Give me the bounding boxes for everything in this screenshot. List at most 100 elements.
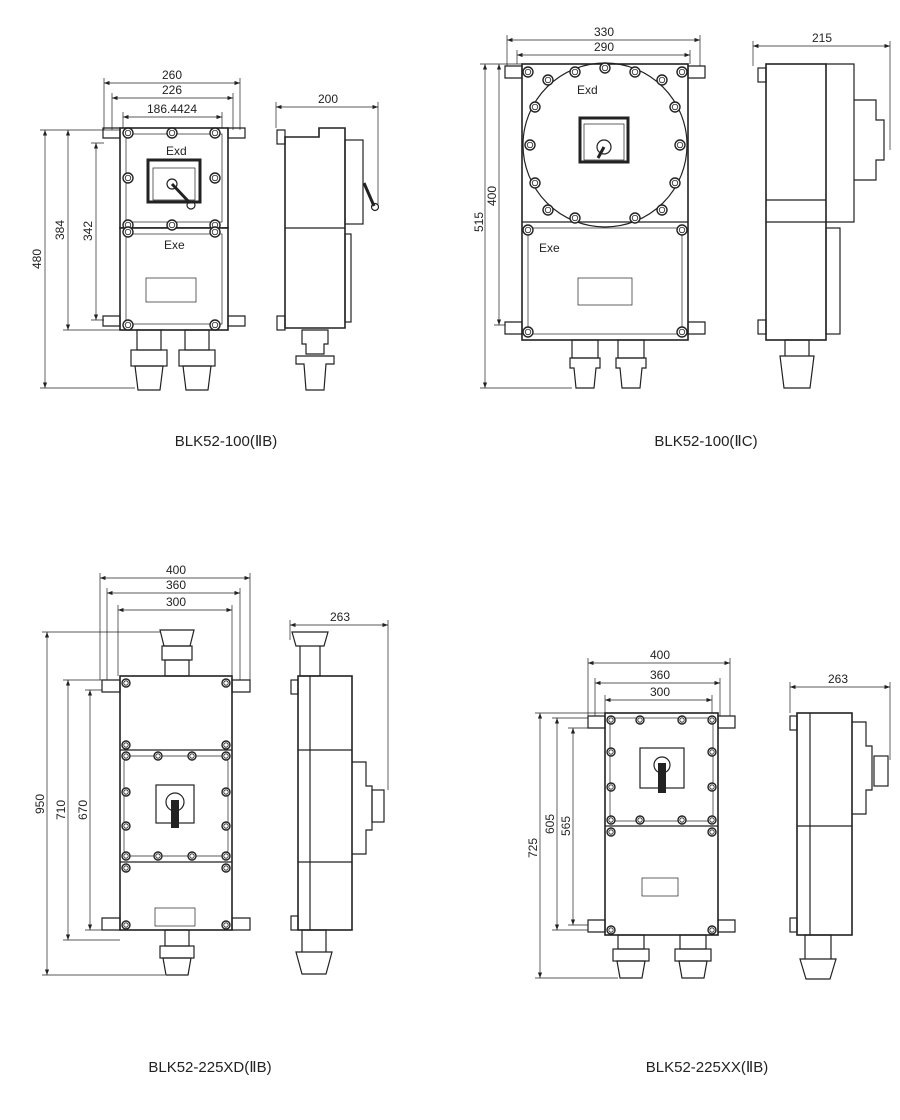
cable-gland-left xyxy=(130,329,168,391)
cable-gland-right xyxy=(674,934,712,979)
dim-height-overall: 950 xyxy=(33,794,47,814)
bolt-icon xyxy=(671,179,679,187)
rotary-switch xyxy=(155,784,195,828)
bolt-icon xyxy=(709,749,715,755)
bolt-icon xyxy=(601,64,609,72)
bolt-icon xyxy=(637,717,643,723)
bolt-icon xyxy=(571,214,579,222)
dim-height-body: 710 xyxy=(54,800,68,820)
bolts xyxy=(121,678,231,930)
bolt-icon xyxy=(124,129,132,137)
dim-depth: 263 xyxy=(828,672,848,686)
drawing-blk52-225xx-iib: 400 360 300 725 605 565 263 BLK52-225XX(… xyxy=(526,648,891,1076)
bolt-icon xyxy=(189,853,195,859)
dim-height-mounting: 342 xyxy=(81,221,95,241)
height-dimensions: 515 400 xyxy=(472,63,572,389)
bolt-icon xyxy=(155,753,161,759)
bolt-icon xyxy=(678,68,686,76)
dim-width-inner: 186.4424 xyxy=(147,102,197,116)
caption-blk52-100-iib: BLK52-100(ⅡB) xyxy=(175,433,277,450)
bolt-icon xyxy=(608,717,614,723)
dim-width-overall: 400 xyxy=(650,648,670,662)
dim-depth: 215 xyxy=(812,31,832,45)
height-dimensions: 480 384 342 xyxy=(30,129,135,389)
bolt-icon xyxy=(211,228,219,236)
bolt-icon xyxy=(211,174,219,182)
dim-height-body: 605 xyxy=(543,814,557,834)
dim-width-inner: 300 xyxy=(650,685,670,699)
front-view: Exd Exe xyxy=(102,127,246,391)
bolt-icon xyxy=(524,328,532,336)
bolt-icon xyxy=(524,68,532,76)
side-view: 200 xyxy=(275,92,380,391)
side-view: 215 xyxy=(752,31,891,389)
bolt-icon xyxy=(223,680,229,686)
bolt-icon xyxy=(211,321,219,329)
bolt-icon xyxy=(123,865,129,871)
exe-label: Exe xyxy=(164,238,185,252)
bolt-icon xyxy=(123,853,129,859)
dim-width-inner: 300 xyxy=(166,595,186,609)
dim-depth: 200 xyxy=(318,92,338,106)
bolt-icon xyxy=(678,226,686,234)
bolt-icon xyxy=(124,174,132,182)
bolt-icon xyxy=(676,141,684,149)
side-view: 263 xyxy=(289,610,389,975)
bolt-icon xyxy=(658,76,666,84)
dim-width-mounting: 226 xyxy=(162,83,182,97)
bolt-icon xyxy=(526,141,534,149)
bolt-icon xyxy=(223,823,229,829)
height-dimensions: 725 605 565 xyxy=(526,712,618,979)
bolt-icon xyxy=(123,753,129,759)
bolt-icon xyxy=(709,829,715,835)
bolt-icon xyxy=(679,817,685,823)
caption-blk52-225xd-iib: BLK52-225XD(ⅡB) xyxy=(148,1059,271,1076)
dim-width-mounting: 360 xyxy=(650,668,670,682)
drawing-blk52-225xd-iib: 400 360 300 950 710 670 263 BLK52-225XD(… xyxy=(33,563,389,1076)
width-dimensions: 400 360 300 xyxy=(99,563,251,680)
bolt-icon xyxy=(608,927,614,933)
bolt-icon xyxy=(658,206,666,214)
bolts xyxy=(606,715,717,935)
caption-blk52-225xx-iib: BLK52-225XX(ⅡB) xyxy=(646,1059,768,1076)
bolt-icon xyxy=(608,749,614,755)
nameplate-window xyxy=(154,907,196,927)
cable-gland-top xyxy=(159,629,195,677)
front-view xyxy=(587,712,736,979)
cable-gland-right xyxy=(615,339,647,389)
exe-label: Exe xyxy=(539,241,560,255)
nameplate-window xyxy=(145,277,197,303)
bolt-icon xyxy=(189,753,195,759)
cable-gland-right xyxy=(178,329,216,391)
dim-width-overall: 400 xyxy=(166,563,186,577)
bolt-icon xyxy=(671,103,679,111)
dim-height-overall: 725 xyxy=(526,838,540,858)
dim-width-mounting: 360 xyxy=(166,578,186,592)
exd-label: Exd xyxy=(166,144,187,158)
bolts xyxy=(122,127,221,331)
width-dimensions: 400 360 300 xyxy=(587,648,731,716)
bolt-icon xyxy=(223,753,229,759)
rotary-switch xyxy=(639,747,685,793)
bolt-icon xyxy=(123,823,129,829)
bolt-icon xyxy=(124,228,132,236)
bolt-icon xyxy=(631,214,639,222)
bolt-icon xyxy=(608,817,614,823)
side-view: 263 xyxy=(789,672,891,980)
front-view: Exd Exe xyxy=(504,62,706,389)
bolt-icon xyxy=(168,129,176,137)
bolt-icon xyxy=(544,206,552,214)
bolt-icon xyxy=(211,129,219,137)
width-dimensions: 260 226 186.4424 xyxy=(103,68,241,130)
rotary-handle xyxy=(146,158,202,210)
bolt-icon xyxy=(123,789,129,795)
bolt-icon xyxy=(223,742,229,748)
bolt-icon xyxy=(155,853,161,859)
bolt-icon xyxy=(637,817,643,823)
rotary-switch xyxy=(578,116,630,164)
bolt-icon xyxy=(124,321,132,329)
bolts xyxy=(522,62,688,338)
bolt-icon xyxy=(531,103,539,111)
dim-height-mounting: 565 xyxy=(559,816,573,836)
